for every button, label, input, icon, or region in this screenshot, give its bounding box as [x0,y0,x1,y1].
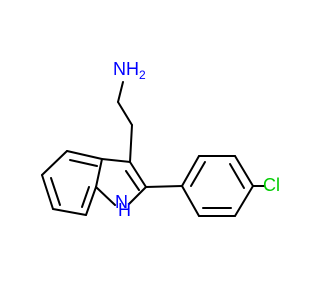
amine-h: H [126,59,139,79]
bond-c3-c2-inner [125,170,140,191]
molecule-diagram: NH2 N H Cl [41,59,280,220]
bond-ch2-ch2 [117,101,133,126]
bond-c5-c6-inner [50,177,61,206]
ring-h: H [118,200,131,220]
ring-n: N [115,192,128,212]
bond-ch2-c3 [129,124,133,163]
atom-labels: NH2 N H Cl [113,59,280,220]
bond-c3a-c4-inner [69,159,98,167]
bond-c3a-c3 [101,158,131,163]
bond-ar1-ar2 [181,155,200,187]
bond-ar6-ar1 [181,185,200,217]
bond-c7-c7a [85,186,97,216]
bond-c5-c6 [41,174,54,210]
bond-c7-c7a-inner [81,186,90,208]
bond-c3a-c4 [66,150,103,160]
amine-h-count: 2 [139,68,146,82]
bond-c3-c2 [129,161,147,188]
chlorine-label: Cl [263,175,280,195]
bond-c7a-c3a [95,158,103,188]
structure-canvas: NH2 N H Cl [41,58,280,220]
bond-ar3-ar4-inner [229,163,245,189]
bond-c2-aryl [145,185,183,188]
bond-n-ch2 [117,81,124,103]
bond-c4-c5 [41,150,68,176]
bond-c2-n1 [128,186,147,205]
amine-n: N [113,59,126,79]
ring-nh-hydrogen: H [118,200,131,220]
bond-ar1-ar2-inner [190,161,206,187]
bond-c6-c7 [52,208,87,216]
ring-nh-label: N [115,192,128,212]
bond-ar4-ar5 [234,185,254,217]
bonds [41,81,265,217]
bond-ar3-ar4 [234,155,254,187]
bond-n1-c7a [95,186,116,206]
amine-label: NH2 [113,59,146,82]
